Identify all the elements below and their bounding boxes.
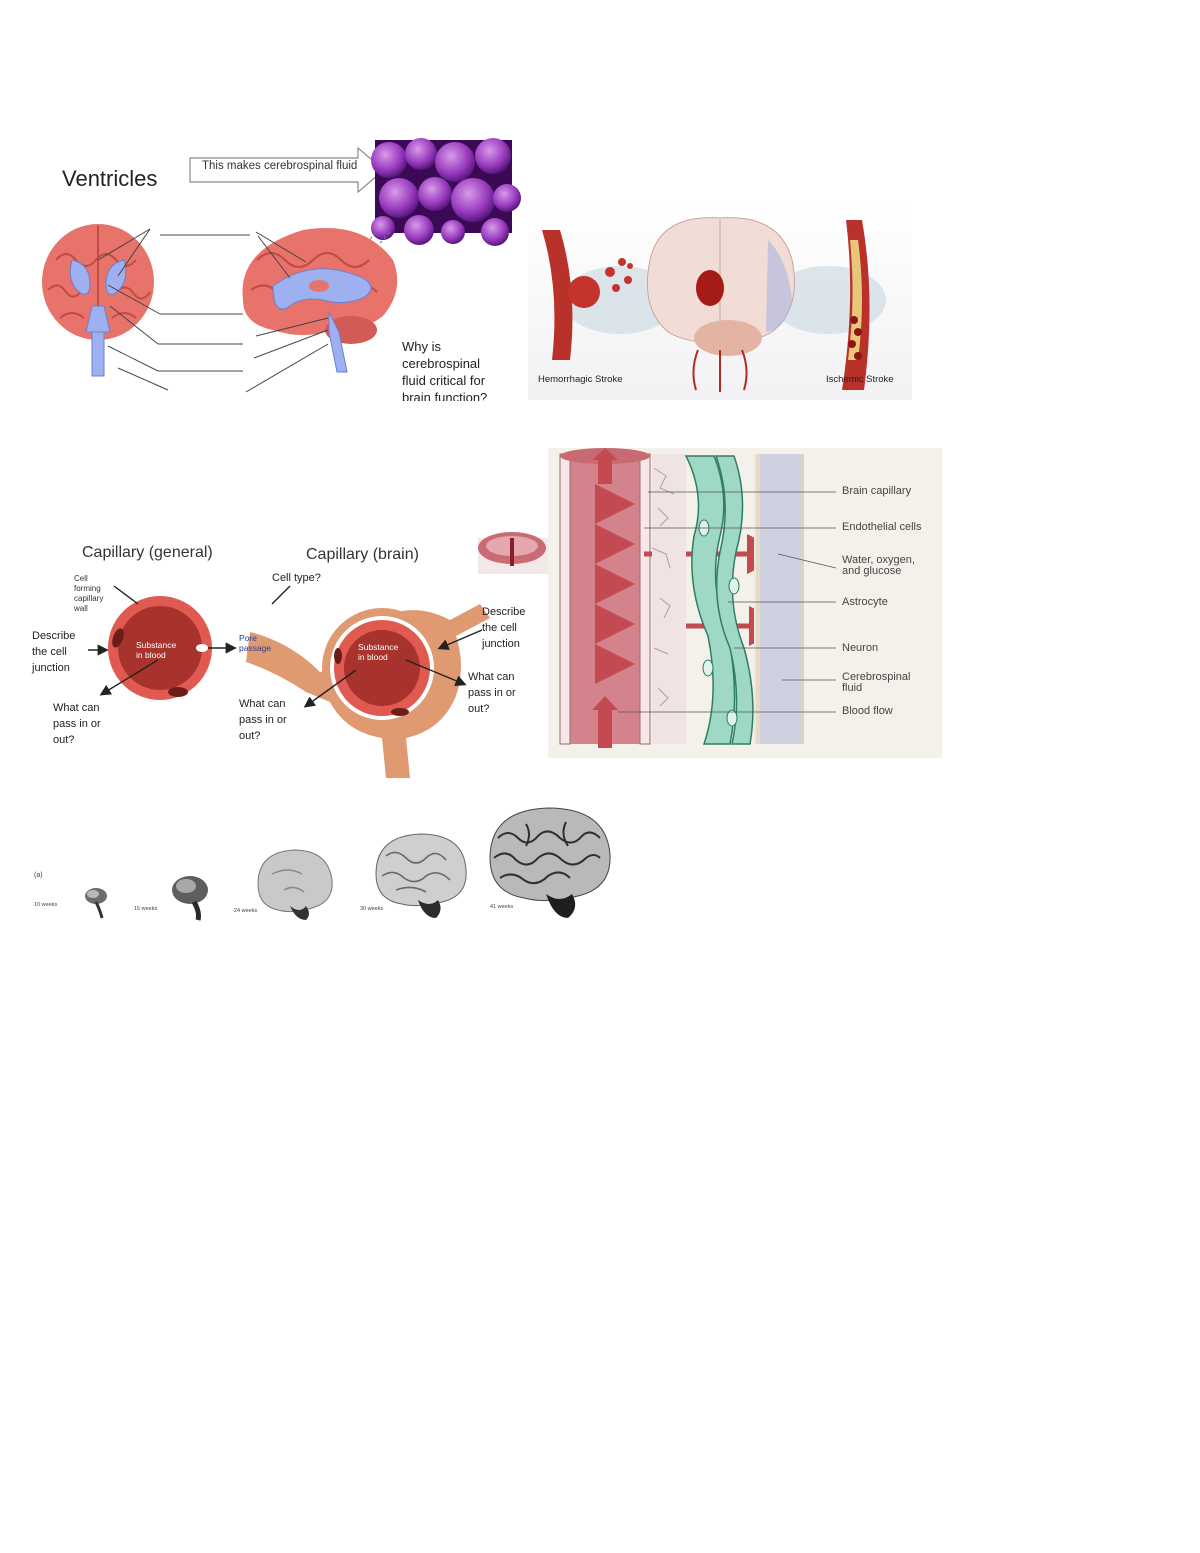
csf-question: Why is cerebrospinal fluid critical for … <box>402 338 487 401</box>
substance-general-line-1: Substance <box>136 640 177 650</box>
choroid-plexus-image <box>371 138 521 246</box>
pore-line-1: Pore <box>239 633 257 643</box>
brain-frontal-diagram <box>42 224 154 377</box>
csf-question-line-3: fluid critical for <box>402 373 486 388</box>
describe-left-line-3: junction <box>32 662 70 674</box>
capillary-panel: Capillary (general) Capillary (brain) Su… <box>28 532 550 778</box>
brain-15-weeks <box>172 876 208 921</box>
ventricles-title: Ventricles <box>62 166 158 191</box>
bbb-label-csf-1: Cerebrospinal <box>842 671 911 683</box>
pore-line-2: passage <box>239 643 272 653</box>
stage-label-5: 41 weeks <box>490 904 514 910</box>
callout-text: This makes cerebrospinal fluid <box>202 160 358 172</box>
hemorrhagic-label: Hemorrhagic Stroke <box>538 374 623 385</box>
substance-brain-line-2: in blood <box>358 652 388 662</box>
pass-mid-line-1: What can <box>239 698 286 710</box>
stage-label-4: 30 weeks <box>360 906 384 912</box>
pore-passage-label: Pore passage <box>239 633 271 653</box>
brain-10-weeks <box>85 888 107 919</box>
bbb-label-neuron: Neuron <box>842 642 879 654</box>
pass-mid-line-2: pass in or <box>239 714 287 726</box>
stage-label-3: 24 weeks <box>234 908 258 914</box>
bbb-label-endothelial: Endothelial cells <box>842 521 922 533</box>
cell-forming-line-3: capillary <box>74 594 104 603</box>
capillary-brain-diagram <box>246 604 490 778</box>
label-lines <box>97 228 329 393</box>
brain-development-row: (a) 10 weeks 15 weeks 24 weeks 30 weeks <box>30 806 620 926</box>
pass-left-line-1: What can <box>53 702 100 714</box>
capillary-thumbnail <box>478 532 550 574</box>
substance-brain: Substance in blood <box>358 642 398 662</box>
bbb-label-brain-capillary: Brain capillary <box>842 485 912 497</box>
bbb-label-water-1: Water, oxygen, <box>842 554 915 566</box>
csf-question-line-1: Why is <box>402 339 441 354</box>
brain-30-weeks <box>375 833 467 918</box>
substance-general: Substance in blood <box>136 640 176 660</box>
what-can-pass-left: What can pass in or out? <box>53 700 101 748</box>
brain-24-weeks <box>257 849 333 920</box>
stage-label-1: 10 weeks <box>34 902 58 908</box>
substance-general-line-2: in blood <box>136 650 166 660</box>
describe-left-line-2: the cell <box>32 646 67 658</box>
bbb-label-blood-flow: Blood flow <box>842 705 893 717</box>
capillary-brain-title: Capillary (brain) <box>306 546 419 563</box>
what-can-pass-mid: What can pass in or out? <box>239 696 287 744</box>
describe-right-line-3: junction <box>482 638 520 650</box>
describe-junction-left: Describe the cell junction <box>32 628 75 676</box>
capillary-general-title: Capillary (general) <box>82 544 213 561</box>
bbb-illustration <box>559 448 837 748</box>
pass-right-line-1: What can <box>468 671 515 683</box>
stage-label-2: 15 weeks <box>134 906 158 912</box>
describe-right-line-1: Describe <box>482 606 526 618</box>
ventricles-panel: Ventricles This makes cerebrospinal flui… <box>28 138 521 402</box>
brain-sagittal-diagram <box>242 228 398 373</box>
callout-arrow <box>189 146 385 194</box>
brain-41-weeks <box>489 807 611 918</box>
cell-type-label: Cell type? <box>272 572 321 584</box>
csf-question-line-2: cerebrospinal <box>402 356 481 371</box>
describe-right-line-2: the cell <box>482 622 517 634</box>
cell-forming-label: Cell forming capillary wall <box>74 574 103 614</box>
ischemic-label: Ischemic Stroke <box>826 374 894 385</box>
bbb-label-csf-2: fluid <box>842 682 863 694</box>
stroke-panel: Hemorrhagic Stroke Ischemic Stroke <box>528 200 912 400</box>
pass-left-line-2: pass in or <box>53 718 101 730</box>
development-tag: (a) <box>34 872 43 879</box>
what-can-pass-right: What can pass in or out? <box>468 669 516 717</box>
cell-forming-line-2: forming <box>74 584 101 593</box>
capillary-arrows <box>88 585 483 708</box>
substance-brain-line-1: Substance <box>358 642 399 652</box>
pass-mid-line-3: out? <box>239 730 261 742</box>
stroke-illustration <box>528 200 912 400</box>
pass-right-line-3: out? <box>468 703 490 715</box>
pass-left-line-3: out? <box>53 734 75 746</box>
pass-right-line-2: pass in or <box>468 687 516 699</box>
bbb-label-water-2: and glucose <box>842 565 902 577</box>
csf-question-line-4: brain function? <box>402 390 488 401</box>
describe-junction-right: Describe the cell junction <box>482 604 525 652</box>
bbb-panel: Brain capillary Endothelial cells Water,… <box>548 448 942 758</box>
describe-left-line-1: Describe <box>32 630 76 642</box>
cell-forming-line-1: Cell <box>74 574 88 583</box>
cell-forming-line-4: wall <box>74 604 88 613</box>
bbb-label-astrocyte: Astrocyte <box>842 596 888 608</box>
